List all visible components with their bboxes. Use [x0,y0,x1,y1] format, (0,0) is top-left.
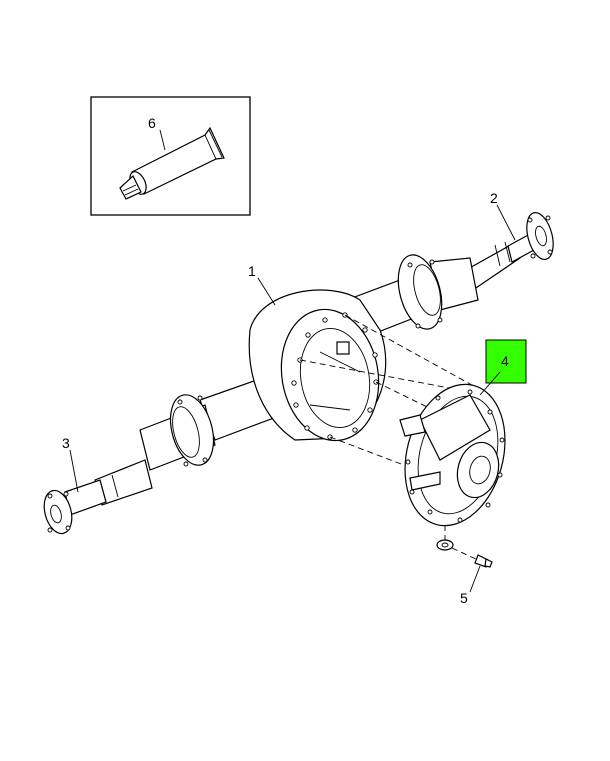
differential-cover[interactable] [390,373,520,537]
leader-4 [479,371,501,396]
axle-housing[interactable] [139,250,479,471]
callout-6: 6 [148,115,156,131]
leader-5 [469,565,481,593]
sealant-tube[interactable] [119,126,225,200]
callout-4-highlight [485,339,527,384]
sealant-inset: 6 [90,96,251,216]
callout-5: 5 [460,590,468,606]
leader-1 [257,277,276,306]
right-axle-shaft[interactable] [465,210,558,294]
leader-6 [159,129,166,151]
callout-1: 1 [248,263,256,279]
callout-3: 3 [62,435,70,451]
callout-4: 4 [501,353,509,369]
leader-2 [496,204,516,241]
bolt-and-washer[interactable] [436,539,493,568]
leader-3 [69,449,79,493]
callout-2: 2 [490,190,498,206]
left-axle-shaft[interactable] [40,459,153,537]
